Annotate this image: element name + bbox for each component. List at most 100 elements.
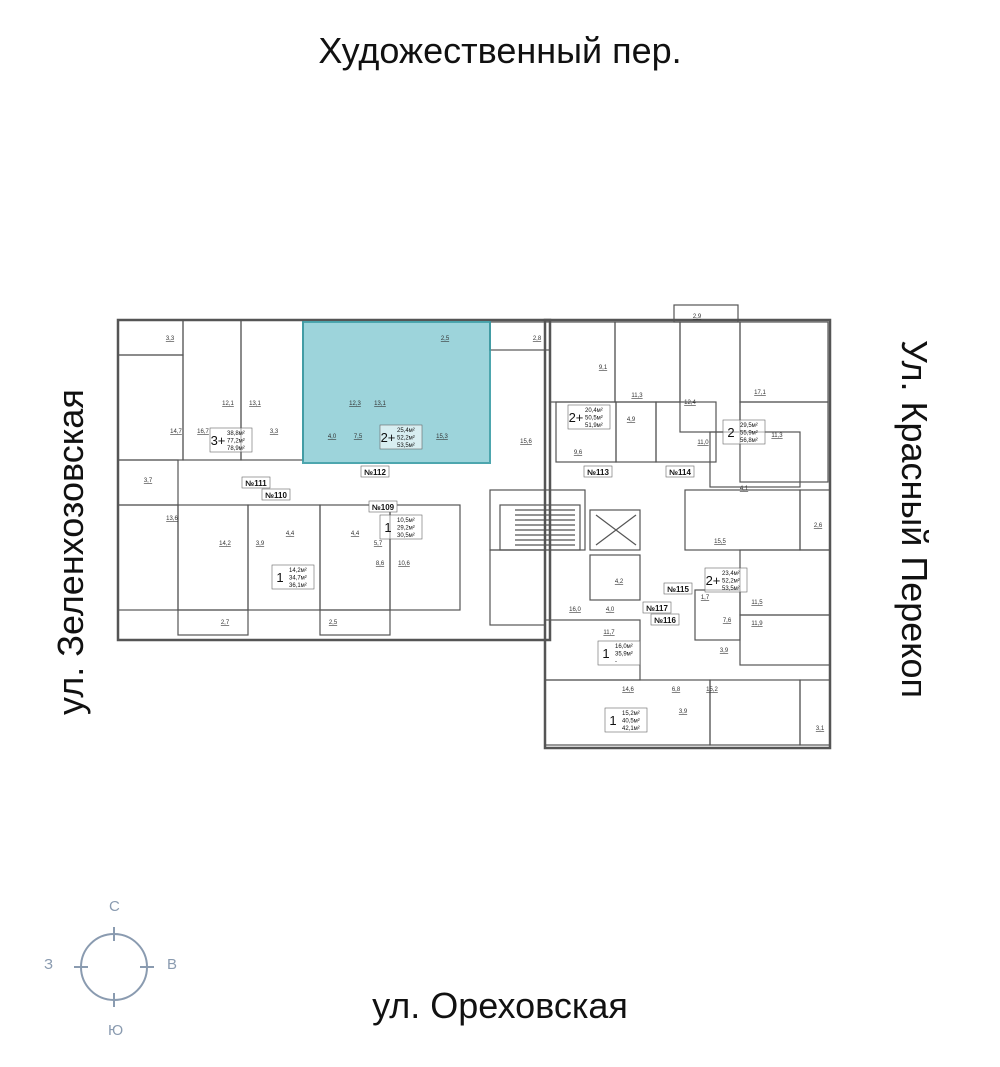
apartment-number-box: [642, 601, 672, 614]
apartment-number: №115: [667, 585, 689, 594]
compass-east: В: [167, 956, 178, 973]
apartment-area: 52,2м²: [722, 579, 740, 585]
room: [799, 489, 831, 551]
apartment-area: 34,7м²: [289, 576, 307, 582]
apartment-info-box: [271, 564, 315, 590]
room: [549, 321, 616, 403]
apartment-rooms: 2+: [381, 430, 396, 445]
apartment-number-box: [663, 582, 693, 595]
apartment-area: 78,9м²: [227, 446, 245, 452]
apartment-number: №116: [654, 616, 676, 625]
room-area-label: 11,7: [603, 630, 615, 636]
apartment-area: 25,4м²: [397, 428, 415, 434]
apartment-area: 53,5м²: [722, 586, 740, 592]
apartment-number: №114: [669, 468, 691, 477]
apartment-area: 23,4м²: [722, 571, 740, 577]
apartment-number-box: [650, 613, 680, 626]
room-area-label: 11,3: [771, 433, 783, 439]
apartment-info-box: [704, 567, 748, 593]
room: [799, 679, 831, 746]
room-area-label: 4,4: [351, 531, 360, 537]
room-area-label: 4,9: [627, 417, 636, 423]
room-area-label: 4,4: [286, 531, 295, 537]
apartment-number-box: [368, 500, 398, 513]
apartment-area: 55,9м²: [740, 431, 758, 437]
room-area-label: 4,0: [328, 434, 337, 440]
apartment-info-box: [597, 640, 641, 666]
room-area-label: 9,6: [574, 450, 583, 456]
room-area-label: 2,7: [221, 620, 230, 626]
room: [177, 504, 249, 611]
apartment-rooms: 1: [276, 570, 283, 585]
room: [177, 609, 249, 636]
room-area-label: 13,1: [249, 401, 261, 407]
room-area-label: 17,1: [754, 390, 766, 396]
apartment-area: 51,9м²: [585, 423, 603, 429]
room: [117, 354, 184, 461]
room-area-label: 13,1: [374, 401, 386, 407]
room: [389, 504, 461, 611]
apartment-rooms: 1: [609, 713, 616, 728]
room-area-label: 4,2: [615, 579, 624, 585]
apartment-rooms: 1: [602, 646, 609, 661]
room-area-label: 8,6: [376, 561, 385, 567]
room: [614, 321, 681, 403]
apartment-info-box: [567, 404, 611, 430]
apartment-number-box: [241, 476, 271, 489]
room: [489, 549, 546, 626]
apartment-number-box: [261, 488, 291, 501]
room-area-label: 6,8: [672, 687, 681, 693]
apartment-rooms: 1: [384, 520, 391, 535]
room: [589, 509, 641, 551]
room: [709, 679, 801, 746]
room-area-label: 3,1: [816, 726, 825, 732]
apartment-rooms: 2+: [569, 410, 584, 425]
room-area-label: 3,3: [270, 429, 279, 435]
room-area-label: 3,9: [720, 648, 729, 654]
apartment-area: 53,5м²: [397, 443, 415, 449]
apartment-area: 30,5м²: [397, 533, 415, 539]
room-area-label: 12,4: [684, 400, 696, 406]
room-area-label: 12,3: [349, 401, 361, 407]
compass-south: Ю: [108, 1022, 124, 1039]
apartment-number: №110: [265, 491, 287, 500]
apartment-area: 52,2м²: [397, 436, 415, 442]
apartment-rooms: 3+: [211, 433, 226, 448]
apartment-area: 10,5м²: [397, 518, 415, 524]
apartment-area: 14,2м²: [289, 568, 307, 574]
apartment-info-box: [604, 707, 648, 733]
apartment-number-box: [360, 465, 390, 478]
room-area-label: 2,5: [441, 336, 450, 342]
room: [684, 489, 801, 551]
apartment-area: 16,0м²: [615, 644, 633, 650]
room-area-label: 15,3: [436, 434, 448, 440]
room-area-label: 11,3: [631, 393, 643, 399]
apartment-number: №117: [646, 604, 668, 613]
compass-north: С: [109, 898, 120, 915]
street-label-bottom: ул. Ореховская: [372, 985, 628, 1026]
room-area-label: 3,7: [144, 478, 153, 484]
room-area-label: 7,6: [723, 618, 732, 624]
apartment-info-box: [722, 419, 766, 445]
room-area-label: 2,9: [693, 314, 702, 320]
room: [589, 554, 641, 601]
room-area-label: 3,3: [166, 336, 175, 342]
room: [615, 401, 657, 463]
room-area-label: 13,6: [166, 516, 178, 522]
room: [319, 609, 391, 636]
apartment-area: 20,4м²: [585, 408, 603, 414]
room: [247, 504, 321, 611]
balcony: [673, 304, 739, 323]
room-area-label: 5,7: [374, 541, 383, 547]
room-area-label: 11,0: [697, 440, 709, 446]
